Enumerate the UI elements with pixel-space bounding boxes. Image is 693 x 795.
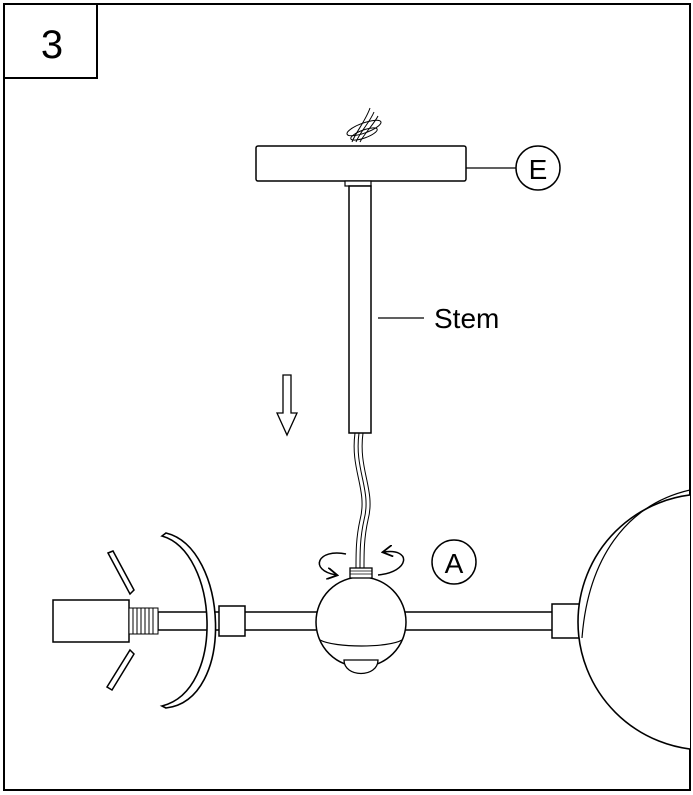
- rotate-right-arrow: [377, 552, 405, 576]
- step-number-box: 3: [4, 4, 98, 79]
- arm-coupler-right: [551, 603, 581, 639]
- hub-sphere: [315, 567, 407, 674]
- arm-coupler-left: [218, 605, 246, 637]
- left-shade-clips: [105, 550, 135, 692]
- down-arrow: [275, 374, 299, 437]
- canopy-callout-label: E: [529, 154, 548, 185]
- rotate-left-arrow: [318, 552, 347, 575]
- canopy-wires: [346, 107, 382, 143]
- stem-label: Stem: [434, 303, 499, 334]
- left-socket: [52, 599, 130, 643]
- diagram-frame: [3, 3, 691, 791]
- canopy-plate: [255, 145, 467, 182]
- canopy-callout-circle: [515, 145, 561, 191]
- hub-callout-label: A: [445, 548, 464, 579]
- step-number: 3: [41, 23, 63, 67]
- glass-globe: [577, 489, 690, 750]
- stem-wire: [353, 432, 371, 569]
- stem-tube: [348, 185, 372, 434]
- left-thread: [128, 607, 159, 635]
- hub-callout-circle: [431, 539, 477, 585]
- left-shade-cup: [159, 532, 217, 709]
